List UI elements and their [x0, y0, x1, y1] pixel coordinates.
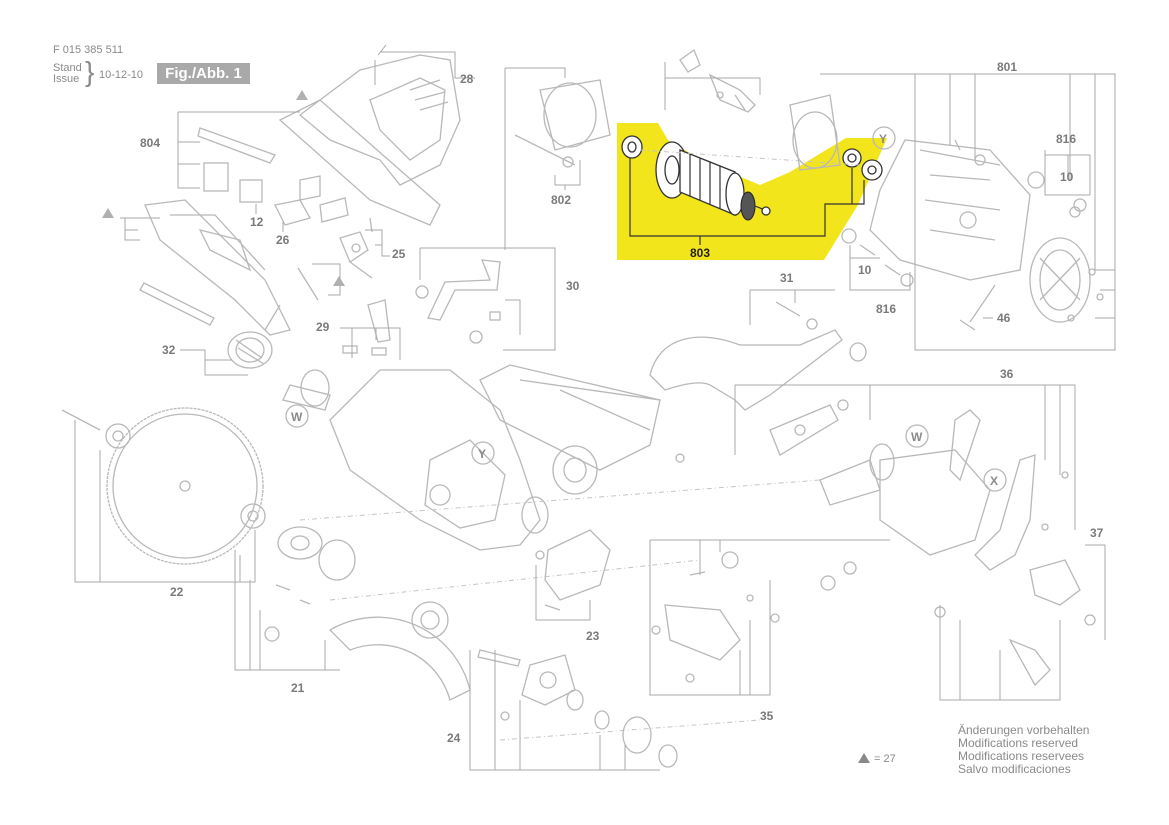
triangle-legend: = 27	[858, 753, 896, 765]
callout-804: 804	[140, 136, 160, 150]
callout-36: 36	[1000, 367, 1014, 381]
callout-25: 25	[392, 247, 406, 261]
gearbox-housing-part[interactable]	[282, 364, 661, 551]
callout-30: 30	[566, 279, 580, 293]
callout-801: 801	[997, 60, 1017, 74]
triangle-marker-icon-2	[102, 208, 114, 218]
marker-y-label-1: Y	[879, 132, 887, 146]
link-31-part[interactable]	[649, 301, 867, 411]
lower-handle-part[interactable]	[144, 199, 291, 336]
blade-guard-part[interactable]	[264, 526, 471, 701]
marker-w-2	[905, 424, 929, 448]
callout-31: 31	[780, 271, 794, 285]
callout-816-low: 816	[876, 302, 896, 316]
bearing-small-part[interactable]	[1069, 206, 1081, 218]
callout-37: 37	[1090, 526, 1104, 540]
field-coil-part[interactable]	[514, 79, 611, 168]
callout-10-low: 10	[858, 263, 872, 277]
fastener-screws[interactable]	[675, 268, 1104, 602]
marker-w-1	[285, 404, 309, 428]
triangle-legend-text: = 27	[874, 753, 896, 765]
document-number: F 015 385 511	[53, 44, 124, 56]
note-english: Modifications reserved	[958, 736, 1079, 750]
saw-blade-part[interactable]	[61, 407, 266, 565]
triangle-marker-icon	[296, 90, 308, 100]
motor-housing-part[interactable]	[789, 94, 1091, 323]
modification-notes: Änderungen vorbehalten Modifications res…	[958, 724, 1089, 776]
handle-cover-part[interactable]	[278, 54, 461, 226]
note-spanish: Salvo modificaciones	[958, 762, 1071, 776]
marker-w-label-2: W	[911, 430, 923, 444]
highlight-803-area	[617, 123, 887, 260]
marker-w-label-1: W	[291, 410, 303, 424]
triangle-legend-icon	[858, 753, 870, 763]
callout-28: 28	[460, 72, 474, 86]
group-23-parts[interactable]	[535, 529, 611, 611]
group-37-parts[interactable]	[934, 559, 1096, 687]
marker-x-label-1: X	[990, 474, 998, 488]
note-french: Modifications reservees	[958, 749, 1085, 763]
switch-parts[interactable]	[197, 127, 349, 226]
group-35-parts[interactable]	[651, 551, 857, 683]
callout-26: 26	[276, 233, 290, 247]
figure-label: Fig./Abb. 1	[157, 63, 250, 84]
group-24-parts[interactable]	[477, 649, 678, 768]
marker-x-1	[983, 468, 1007, 492]
triangle-marker-icon-3	[333, 276, 345, 286]
callout-12: 12	[250, 215, 264, 229]
marker-y-2	[471, 441, 495, 465]
lever-30-part[interactable]	[415, 259, 501, 344]
callout-29: 29	[316, 320, 330, 334]
callout-10-top: 10	[1060, 170, 1074, 184]
group-25-parts[interactable]	[297, 217, 373, 301]
callout-35: 35	[760, 709, 774, 723]
callout-32: 32	[162, 343, 176, 357]
brace-icon: }	[85, 56, 95, 87]
callout-21: 21	[291, 681, 305, 695]
callout-22: 22	[170, 585, 184, 599]
callout-46: 46	[997, 311, 1011, 325]
issue-label: Issue	[53, 73, 80, 85]
marker-y-1	[872, 126, 896, 150]
group-29-parts[interactable]	[342, 299, 391, 356]
callout-23: 23	[586, 629, 600, 643]
issue-date: 10-12-10	[99, 69, 144, 81]
marker-y-label-2: Y	[478, 447, 486, 461]
note-german: Änderungen vorbehalten	[958, 723, 1090, 737]
cable-part[interactable]	[959, 284, 996, 331]
callout-816-top: 816	[1056, 132, 1076, 146]
pin-and-spring-parts[interactable]	[139, 282, 281, 369]
base-assembly-part[interactable]	[769, 399, 1036, 571]
stand-label: Stand	[53, 62, 82, 74]
callout-803: 803	[690, 246, 710, 260]
callout-802: 802	[551, 193, 571, 207]
brush-group-816[interactable]	[841, 228, 914, 287]
armature-part[interactable]	[621, 135, 883, 245]
callout-24: 24	[447, 731, 461, 745]
brush-holder-part[interactable]	[679, 48, 756, 113]
